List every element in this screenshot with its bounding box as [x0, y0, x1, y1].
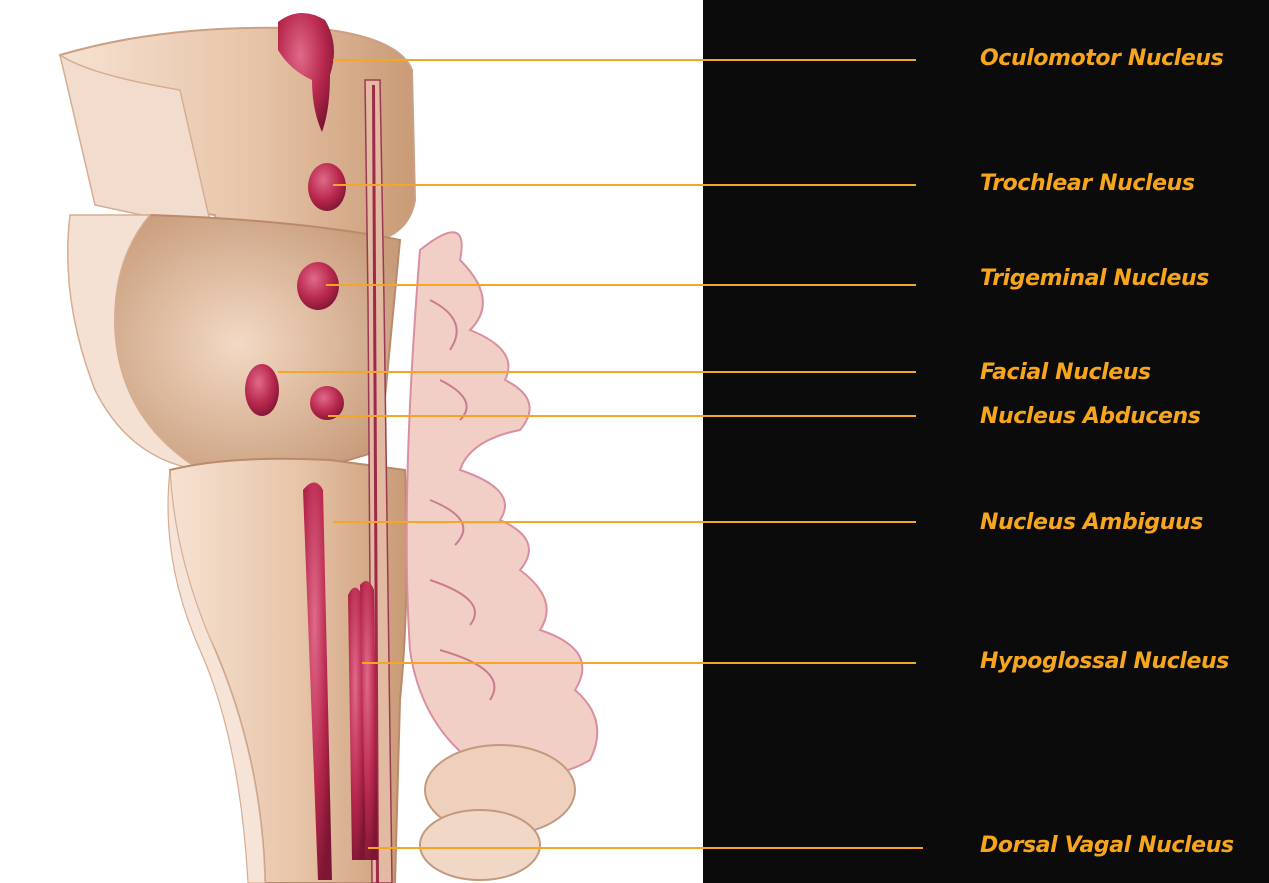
label-oculomotor: Oculomotor Nucleus [980, 48, 1223, 70]
label-trochlear: Trochlear Nucleus [980, 173, 1195, 195]
label-hypoglossal: Hypoglossal Nucleus [980, 651, 1229, 673]
label-facial: Facial Nucleus [980, 362, 1151, 384]
label-ambiguus: Nucleus Ambiguus [980, 512, 1203, 534]
label-dorsal-vagal: Dorsal Vagal Nucleus [980, 835, 1234, 857]
label-abducens: Nucleus Abducens [980, 406, 1201, 428]
abducens-nucleus-shape [310, 386, 344, 420]
label-trigeminal: Trigeminal Nucleus [980, 268, 1209, 290]
trochlear-nucleus-shape [308, 163, 346, 211]
facial-nucleus-shape [245, 364, 279, 416]
